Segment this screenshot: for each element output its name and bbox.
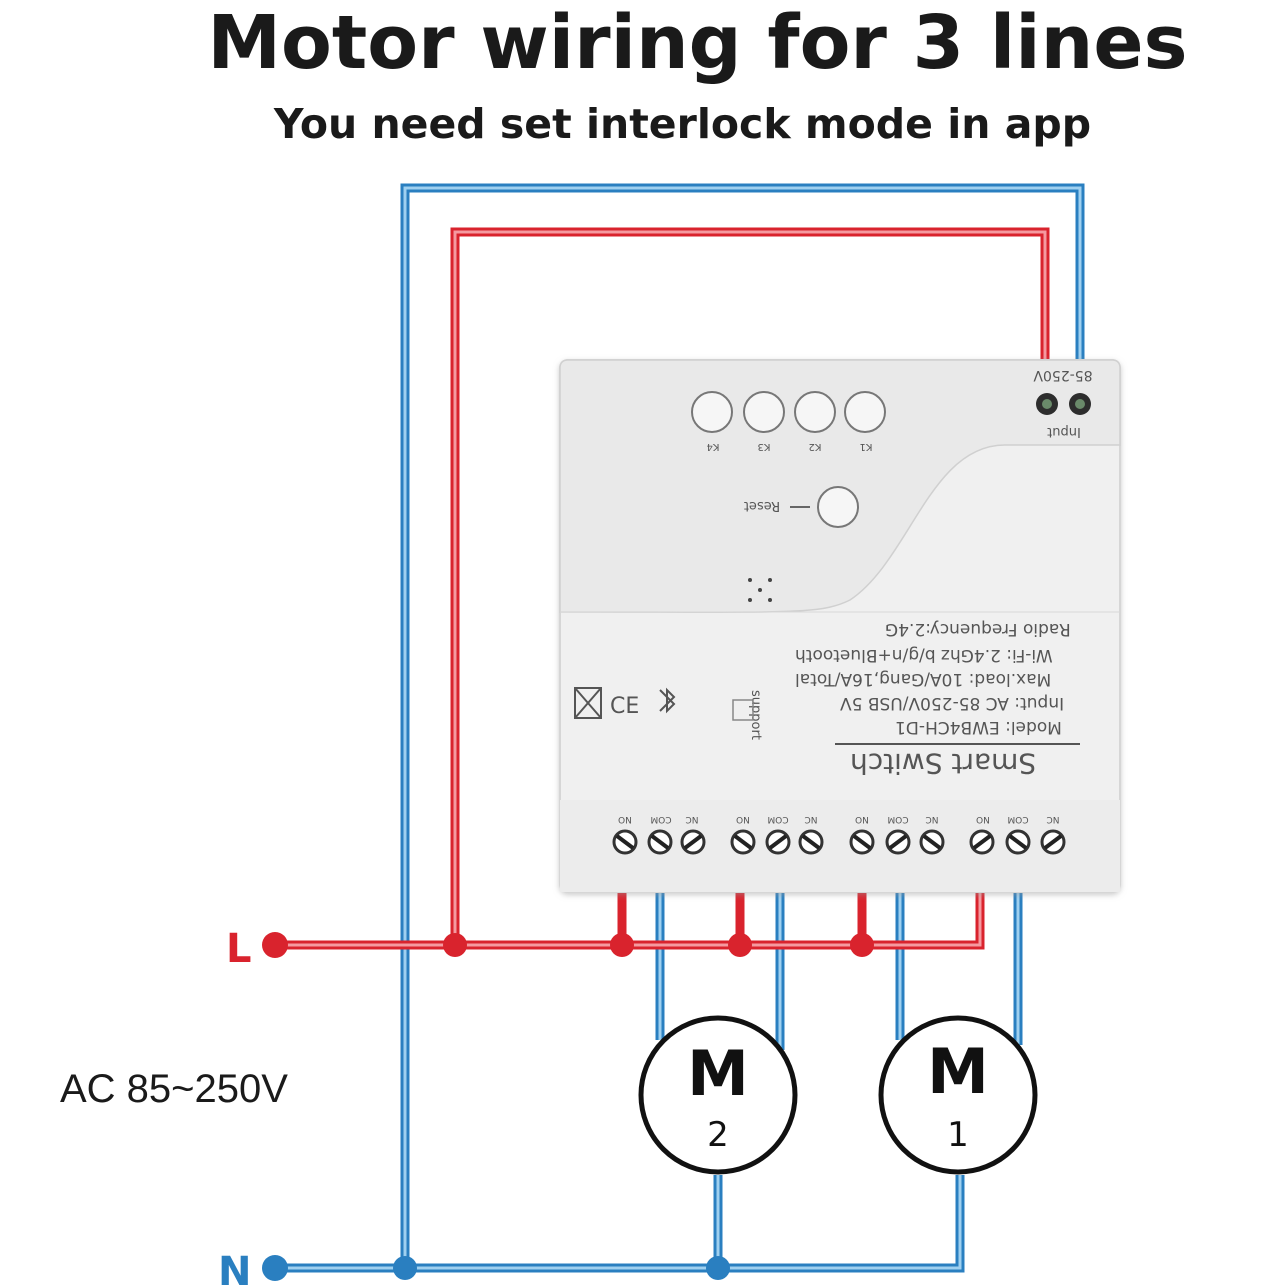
term-label-com3: COM <box>887 814 908 824</box>
term-label-no4: NO <box>976 814 990 824</box>
live-junction <box>443 933 467 957</box>
term-label-com1: COM <box>650 814 671 824</box>
live-junctions <box>262 932 874 958</box>
live-label: L <box>226 926 252 972</box>
button-k3[interactable] <box>743 391 785 433</box>
motor-2-symbol: M <box>687 1037 749 1110</box>
live-junction <box>850 933 874 957</box>
term-label-nc3: NC <box>925 814 938 824</box>
button-k2-label: K2 <box>809 441 822 452</box>
smart-switch-device: K4 K3 K2 K1 Reset 85-250V Input Radio Fr… <box>559 359 1121 893</box>
input-terminals <box>1036 393 1091 415</box>
reset-button[interactable] <box>817 486 859 528</box>
term-label-nc2: NC <box>804 814 817 824</box>
term-label-no3: NO <box>855 814 869 824</box>
reset-label: Reset <box>744 498 780 513</box>
term-label-com4: COM <box>1007 814 1028 824</box>
button-k3-label: K3 <box>758 441 771 452</box>
motor-1-symbol: M <box>927 1035 989 1108</box>
ce-icon: CE <box>610 694 639 719</box>
motor-2-number: 2 <box>707 1115 729 1155</box>
spec-model: Model: EWB4CH-D1 <box>895 717 1062 737</box>
neutral-junction <box>706 1256 730 1280</box>
button-k2[interactable] <box>794 391 836 433</box>
diagram-title: Motor wiring for 3 lines <box>207 0 1188 86</box>
support-label: support <box>748 690 763 740</box>
diagram-subtitle: You need set interlock mode in app <box>273 100 1092 148</box>
weee-icon <box>574 687 602 719</box>
motor-2: M 2 <box>638 1015 798 1175</box>
button-k1[interactable] <box>844 391 886 433</box>
live-junction <box>610 933 634 957</box>
qr-icon <box>732 699 754 721</box>
relay-buttons <box>691 391 886 433</box>
spec-input: Input: AC 85-250V/USB 5V <box>840 693 1064 713</box>
button-k4[interactable] <box>691 391 733 433</box>
neutral-terminal-dot <box>262 1255 288 1281</box>
spec-wifi: Wi-Fi: 2.4Ghz b/g/n+Bluetooth <box>795 645 1053 665</box>
neutral-junction <box>393 1256 417 1280</box>
spec-radio: Radio Frequency:2.4G <box>885 619 1071 639</box>
neutral-bus <box>275 1175 965 1273</box>
neutral-junctions <box>262 1255 730 1281</box>
relay-terminals <box>612 829 1066 855</box>
spec-max-load: Max.load: 10A/Gang,16A/Total <box>795 669 1051 689</box>
neutral-label: N <box>218 1249 251 1285</box>
indicator-dots <box>748 578 772 602</box>
term-label-nc4: NC <box>1046 814 1059 824</box>
term-label-no2: NO <box>736 814 750 824</box>
motor-1-number: 1 <box>947 1115 969 1155</box>
button-k4-label: K4 <box>707 441 720 452</box>
term-label-com2: COM <box>767 814 788 824</box>
input-label: Input <box>1047 424 1081 439</box>
certification-icons: CE <box>574 687 676 719</box>
button-k1-label: K1 <box>860 441 873 452</box>
live-terminal-dot <box>262 932 288 958</box>
supply-voltage-label: AC 85~250V <box>60 1067 288 1111</box>
live-junction <box>728 933 752 957</box>
term-label-no1: NO <box>618 814 632 824</box>
device-name: Smart Switch <box>850 747 1036 780</box>
input-voltage-label: 85-250V <box>1033 367 1093 383</box>
term-label-nc1: NC <box>685 814 698 824</box>
bluetooth-icon <box>659 687 676 714</box>
motor-1: M 1 <box>878 1015 1038 1175</box>
